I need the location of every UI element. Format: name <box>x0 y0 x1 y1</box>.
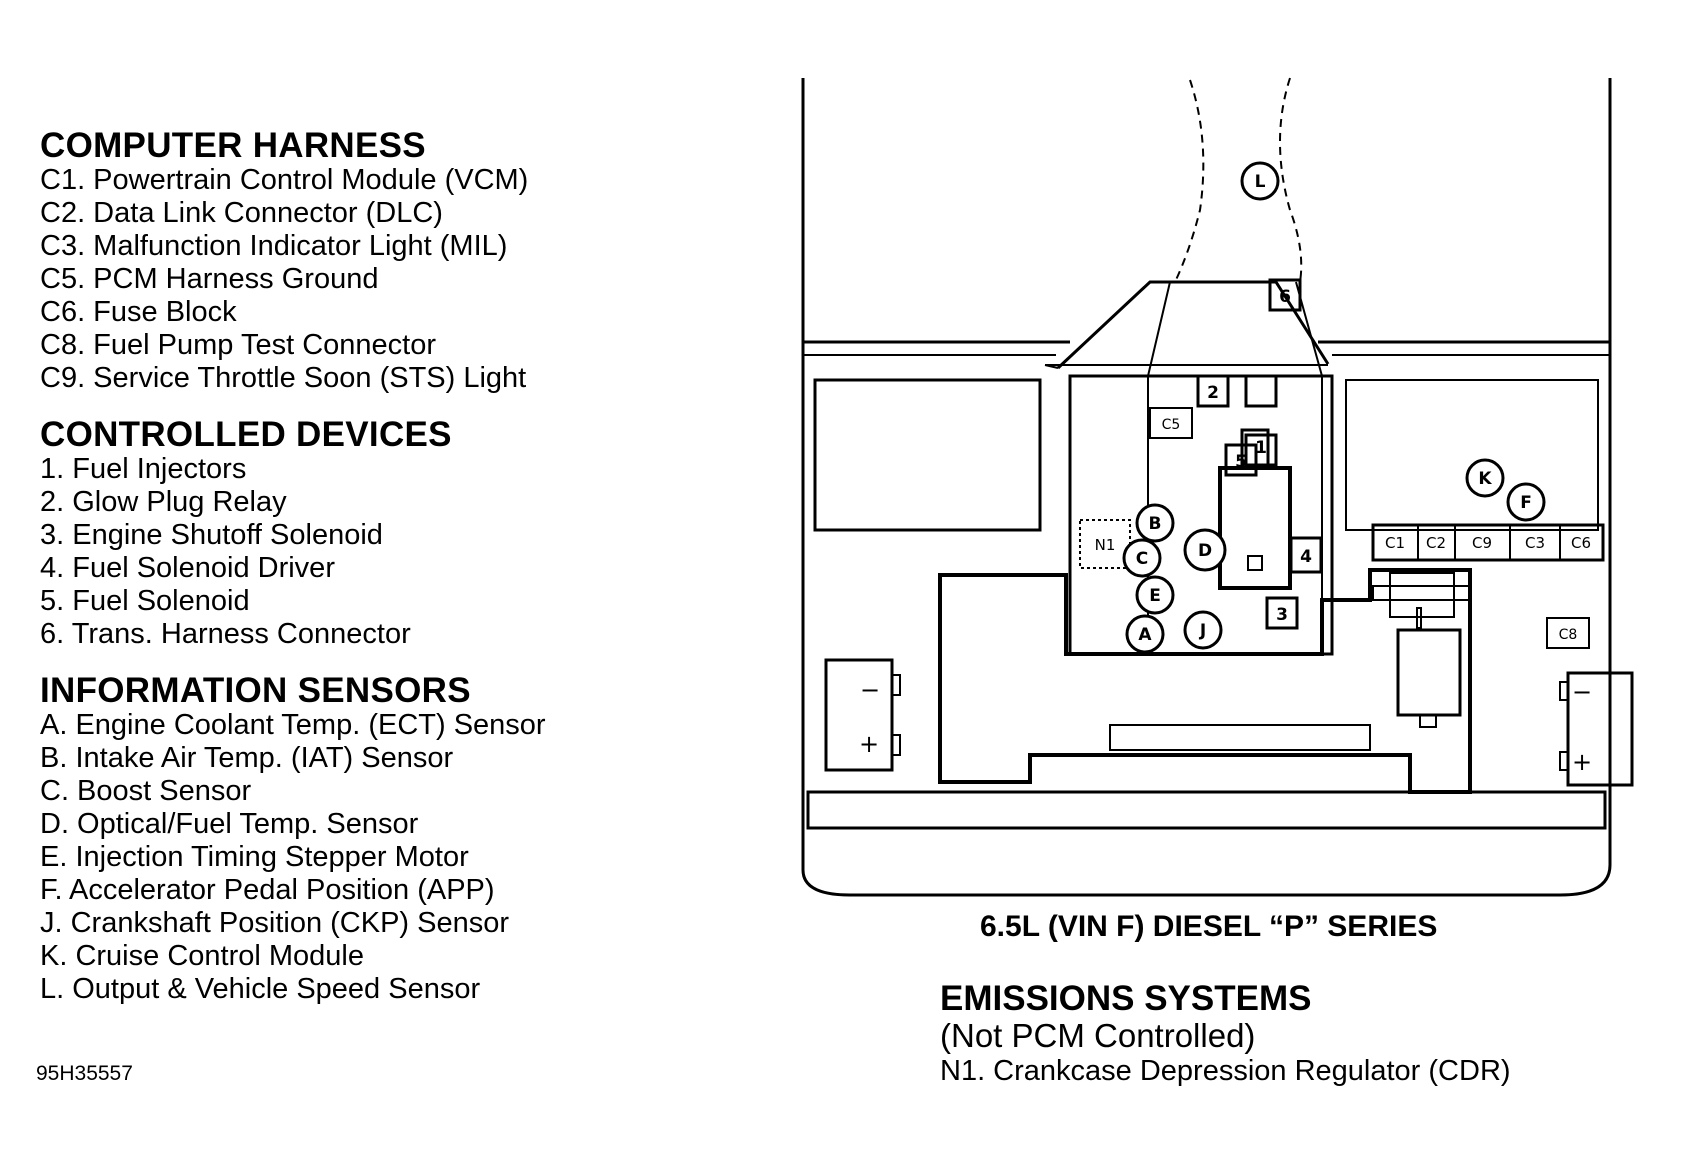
front-bumper <box>806 790 1607 830</box>
information-sensors-section: INFORMATION SENSORS A. Engine Coolant Te… <box>40 673 680 1006</box>
sensor-b: B <box>1149 514 1162 534</box>
legend-item-f: F. Accelerator Pedal Position (APP) <box>40 874 495 906</box>
figure-code: 95H35557 <box>36 1062 133 1085</box>
legend-item-a: A. Engine Coolant Temp. (ECT) Sensor <box>40 709 546 741</box>
legend-item-c2: C2. Data Link Connector (DLC) <box>40 197 443 229</box>
sensor-e: E <box>1149 586 1161 606</box>
legend-item-6: 6. Trans. Harness Connector <box>40 618 411 650</box>
radiator <box>1109 724 1371 751</box>
legend-item-c: C. Boost Sensor <box>40 775 252 807</box>
sensor-a: A <box>1138 625 1152 645</box>
legend-item-c6: C6. Fuse Block <box>40 296 237 328</box>
connector-strip <box>1371 523 1605 562</box>
device-5: 5 <box>1235 452 1247 472</box>
computer-harness-section: COMPUTER HARNESS C1. Powertrain Control … <box>40 128 680 395</box>
legend-item-k: K. Cruise Control Module <box>40 940 364 972</box>
engine-compartment-diagram: N1 1 2 3 4 5 6 A B C D E F J K L C1 C2 C… <box>801 77 1634 897</box>
driveline-left <box>1174 79 1205 283</box>
legend-item-c5: C5. PCM Harness Ground <box>40 263 379 295</box>
sensor-c: C <box>1136 549 1148 569</box>
starter <box>1396 628 1462 717</box>
engine-cowl <box>1056 280 1330 370</box>
diagram-caption: 6.5L (VIN F) DIESEL “P” SERIES <box>980 910 1438 943</box>
c5-box <box>1149 407 1193 439</box>
legend-item-3: 3. Engine Shutoff Solenoid <box>40 519 383 551</box>
connector-c6: C6 <box>1571 534 1591 552</box>
legend-item-l: L. Output & Vehicle Speed Sensor <box>40 973 481 1005</box>
connector-c1: C1 <box>1385 534 1405 552</box>
connector-c8: C8 <box>1559 627 1578 643</box>
connector-c9: C9 <box>1472 534 1492 552</box>
device-1: 1 <box>1255 438 1267 458</box>
sensor-d: D <box>1198 541 1212 561</box>
frame-rail <box>938 568 1472 794</box>
connector-c2: C2 <box>1426 534 1446 552</box>
device-3: 3 <box>1276 605 1288 625</box>
emissions-title: EMISSIONS SYSTEMS <box>940 979 1312 1018</box>
left-battery <box>824 658 894 772</box>
legend-item-c3: C3. Malfunction Indicator Light (MIL) <box>40 230 508 262</box>
sensor-j: J <box>1199 621 1206 641</box>
sensor-f: F <box>1520 493 1532 513</box>
computer-harness-title: COMPUTER HARNESS <box>40 126 426 165</box>
body-outline <box>801 78 1612 897</box>
alternator <box>1372 585 1472 601</box>
device-2: 2 <box>1207 383 1219 403</box>
controlled-devices-section: CONTROLLED DEVICES 1. Fuel Injectors 2. … <box>40 417 680 651</box>
right-battery-plus: + <box>1572 748 1592 776</box>
legend-item-j: J. Crankshaft Position (CKP) Sensor <box>40 907 510 939</box>
legend-item-e: E. Injection Timing Stepper Motor <box>40 841 469 873</box>
device-4: 4 <box>1300 547 1312 567</box>
left-fender-panel <box>813 378 1042 532</box>
right-fender-panel <box>1345 379 1599 531</box>
legend: COMPUTER HARNESS C1. Powertrain Control … <box>40 128 680 1028</box>
legend-item-c9: C9. Service Throttle Soon (STS) Light <box>40 362 527 394</box>
n1-label: N1 <box>1095 536 1116 554</box>
legend-item-2: 2. Glow Plug Relay <box>40 486 287 518</box>
legend-item-5: 5. Fuel Solenoid <box>40 585 250 617</box>
right-battery <box>1566 671 1634 787</box>
legend-item-c8: C8. Fuel Pump Test Connector <box>40 329 436 361</box>
sensor-k: K <box>1478 469 1492 489</box>
legend-item-4: 4. Fuel Solenoid Driver <box>40 552 335 584</box>
connector-c5: C5 <box>1162 417 1181 433</box>
sensor-l: L <box>1255 172 1266 192</box>
emissions-subtitle: (Not PCM Controlled) <box>940 1017 1256 1054</box>
square-labels <box>1196 278 1323 630</box>
legend-item-1: 1. Fuel Injectors <box>40 453 247 485</box>
legend-item-d: D. Optical/Fuel Temp. Sensor <box>40 808 419 840</box>
emissions-section: EMISSIONS SYSTEMS (Not PCM Controlled) N… <box>940 980 1511 1088</box>
emissions-item-n1: N1. Crankcase Depression Regulator (CDR) <box>940 1055 1511 1087</box>
right-battery-minus: − <box>1572 678 1592 706</box>
left-battery-plus: + <box>859 730 879 758</box>
c8-box <box>1546 617 1590 649</box>
device-6: 6 <box>1279 287 1291 307</box>
legend-item-b: B. Intake Air Temp. (IAT) Sensor <box>40 742 454 774</box>
information-sensors-title: INFORMATION SENSORS <box>40 671 471 710</box>
left-battery-minus: − <box>860 676 880 704</box>
controlled-devices-title: CONTROLLED DEVICES <box>40 415 452 454</box>
driveline-right <box>1279 77 1303 283</box>
connector-c3: C3 <box>1525 534 1545 552</box>
legend-item-c1: C1. Powertrain Control Module (VCM) <box>40 164 529 196</box>
